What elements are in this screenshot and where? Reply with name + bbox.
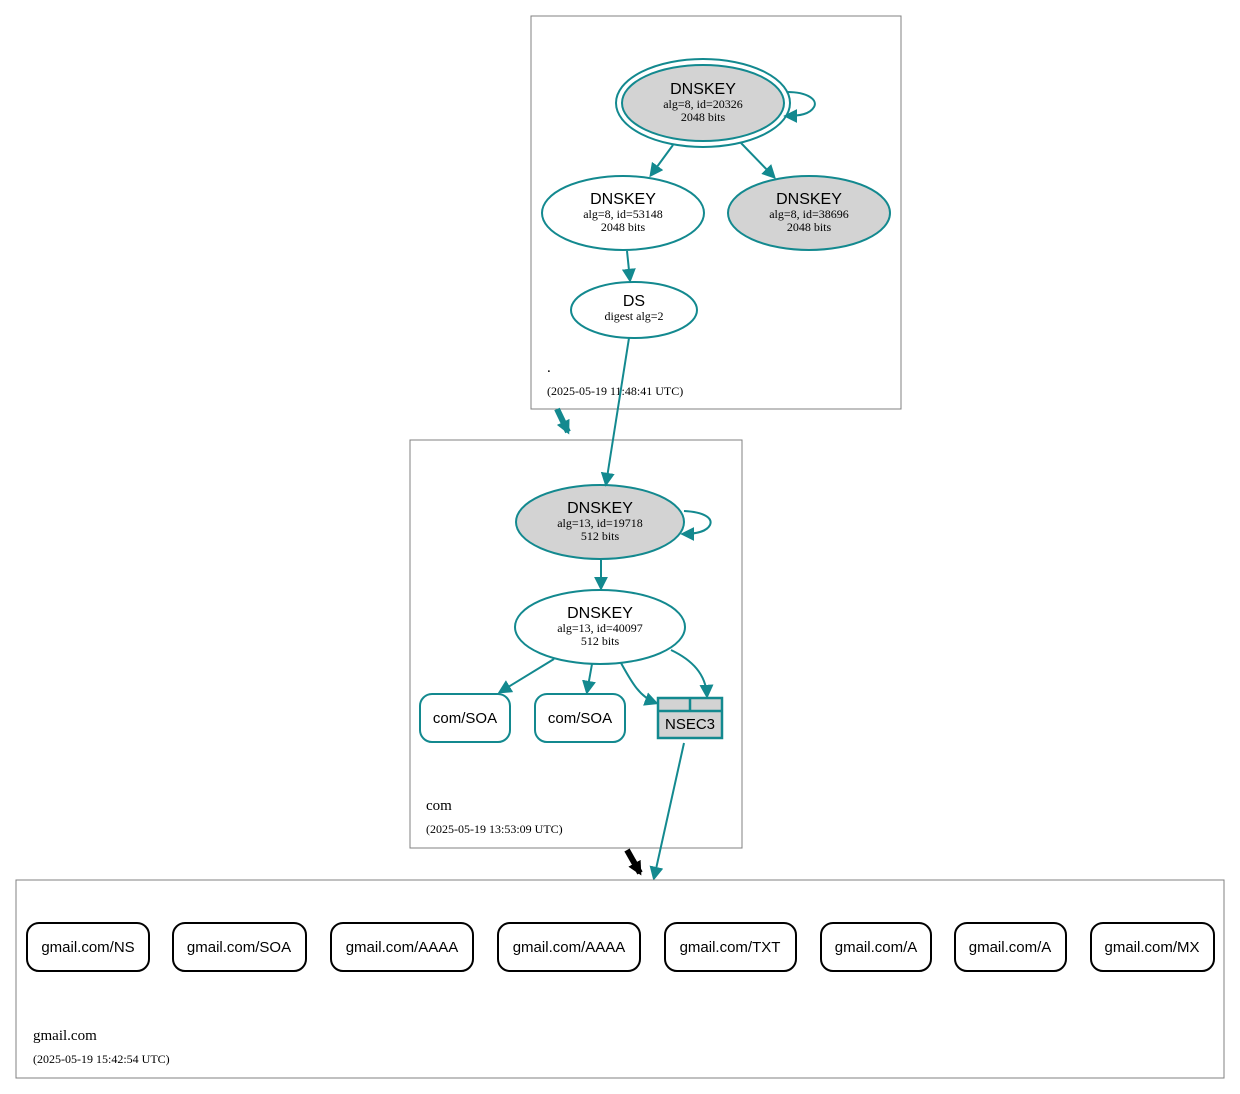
root-dnskey-zsk2-node[interactable]: DNSKEY alg=8, id=38696 2048 bits: [727, 175, 891, 251]
root-dnskey-ksk-size: 2048 bits: [681, 110, 726, 124]
com-soa-label-1: com/SOA: [433, 710, 497, 727]
root-dnskey-zsk1-detail: alg=8, id=53148: [583, 207, 663, 221]
com-soa-node-2[interactable]: com/SOA: [534, 693, 626, 743]
gmail-record-label: gmail.com/A: [969, 939, 1052, 956]
delegation-com-to-gmail-edge: [624, 848, 643, 876]
root-dnskey-zsk1-type: DNSKEY: [590, 191, 656, 208]
root-dnskey-zsk2-size: 2048 bits: [787, 220, 832, 234]
gmail-record-label: gmail.com/AAAA: [346, 939, 459, 956]
edge-zsk1-to-ds: [621, 250, 636, 283]
com-nsec3-node[interactable]: NSEC3: [656, 696, 724, 740]
com-soa-node-1[interactable]: com/SOA: [419, 693, 511, 743]
root-dnskey-zsk2-detail: alg=8, id=38696: [769, 207, 849, 221]
gmail-record-ns[interactable]: gmail.com/NS: [26, 922, 150, 972]
com-dnskey-zsk-size: 512 bits: [581, 634, 620, 648]
gmail-record-label: gmail.com/NS: [41, 939, 134, 956]
gmail-record-a-1[interactable]: gmail.com/A: [820, 922, 932, 972]
zone-root-time: (2025-05-19 11:48:41 UTC): [547, 384, 683, 398]
gmail-record-a-2[interactable]: gmail.com/A: [954, 922, 1067, 972]
com-dnskey-ksk-size: 512 bits: [581, 529, 620, 543]
edge-ksk-to-zsk1: [649, 144, 674, 178]
com-dnskey-zsk-node[interactable]: DNSKEY alg=13, id=40097 512 bits: [514, 589, 686, 665]
root-dnskey-zsk1-node[interactable]: DNSKEY alg=8, id=53148 2048 bits: [541, 175, 705, 251]
gmail-record-soa[interactable]: gmail.com/SOA: [172, 922, 307, 972]
zone-gmail-border: [15, 879, 1225, 1079]
com-dnskey-zsk-type: DNSKEY: [567, 605, 633, 622]
edge-ds-to-com-ksk: [600, 337, 630, 487]
gmail-record-txt[interactable]: gmail.com/TXT: [664, 922, 797, 972]
root-ds-type: DS: [623, 293, 645, 310]
com-soa-label-2: com/SOA: [548, 710, 612, 727]
edge-nsec3-to-gmail: [649, 742, 685, 881]
zone-gmail: gmail.com/NS gmail.com/SOA gmail.com/AAA…: [15, 879, 1225, 1079]
edge-com-zsk-to-nsec3-right: [670, 649, 714, 699]
edge-ksk-to-zsk2: [740, 142, 776, 180]
root-dnskey-ksk-type: DNSKEY: [670, 81, 736, 98]
root-dnskey-zsk1-size: 2048 bits: [601, 220, 646, 234]
gmail-record-label: gmail.com/A: [835, 939, 918, 956]
gmail-record-mx[interactable]: gmail.com/MX: [1090, 922, 1215, 972]
zone-gmail-name: gmail.com: [33, 1028, 97, 1044]
edge-com-zsk-to-soa2: [582, 663, 596, 695]
com-dnskey-ksk-type: DNSKEY: [567, 500, 633, 517]
edge-com-zsk-to-soa1: [497, 658, 555, 694]
root-ds-detail: digest alg=2: [604, 309, 663, 323]
com-dnskey-ksk-detail: alg=13, id=19718: [557, 516, 643, 530]
zone-com: DNSKEY alg=13, id=19718 512 bits DNSKEY …: [409, 439, 743, 849]
com-dnskey-zsk-detail: alg=13, id=40097: [557, 621, 643, 635]
zone-root-name: .: [547, 360, 551, 376]
root-ds-node[interactable]: DS digest alg=2: [570, 281, 698, 339]
root-dnskey-ksk-node[interactable]: DNSKEY alg=8, id=20326 2048 bits: [615, 58, 791, 148]
com-nsec3-label: NSEC3: [665, 716, 715, 733]
gmail-record-aaaa-1[interactable]: gmail.com/AAAA: [330, 922, 474, 972]
root-dnskey-zsk2-type: DNSKEY: [776, 191, 842, 208]
zone-root: DNSKEY alg=8, id=20326 2048 bits DNSKEY …: [530, 15, 902, 410]
com-ksk-self-signature-edge: [680, 510, 712, 541]
root-ksk-self-signature-edge: [783, 91, 816, 123]
gmail-record-label: gmail.com/AAAA: [513, 939, 626, 956]
edge-com-zsk-to-nsec3-left: [620, 662, 659, 706]
gmail-record-aaaa-2[interactable]: gmail.com/AAAA: [497, 922, 641, 972]
gmail-record-label: gmail.com/MX: [1104, 939, 1199, 956]
root-dnskey-ksk-detail: alg=8, id=20326: [663, 97, 743, 111]
zone-com-time: (2025-05-19 13:53:09 UTC): [426, 822, 563, 836]
delegation-root-to-com-edge: [554, 407, 571, 435]
gmail-record-label: gmail.com/TXT: [680, 939, 781, 956]
com-dnskey-ksk-node[interactable]: DNSKEY alg=13, id=19718 512 bits: [515, 484, 685, 560]
zone-com-name: com: [426, 798, 452, 814]
gmail-record-label: gmail.com/SOA: [187, 939, 291, 956]
zone-gmail-time: (2025-05-19 15:42:54 UTC): [33, 1052, 170, 1066]
